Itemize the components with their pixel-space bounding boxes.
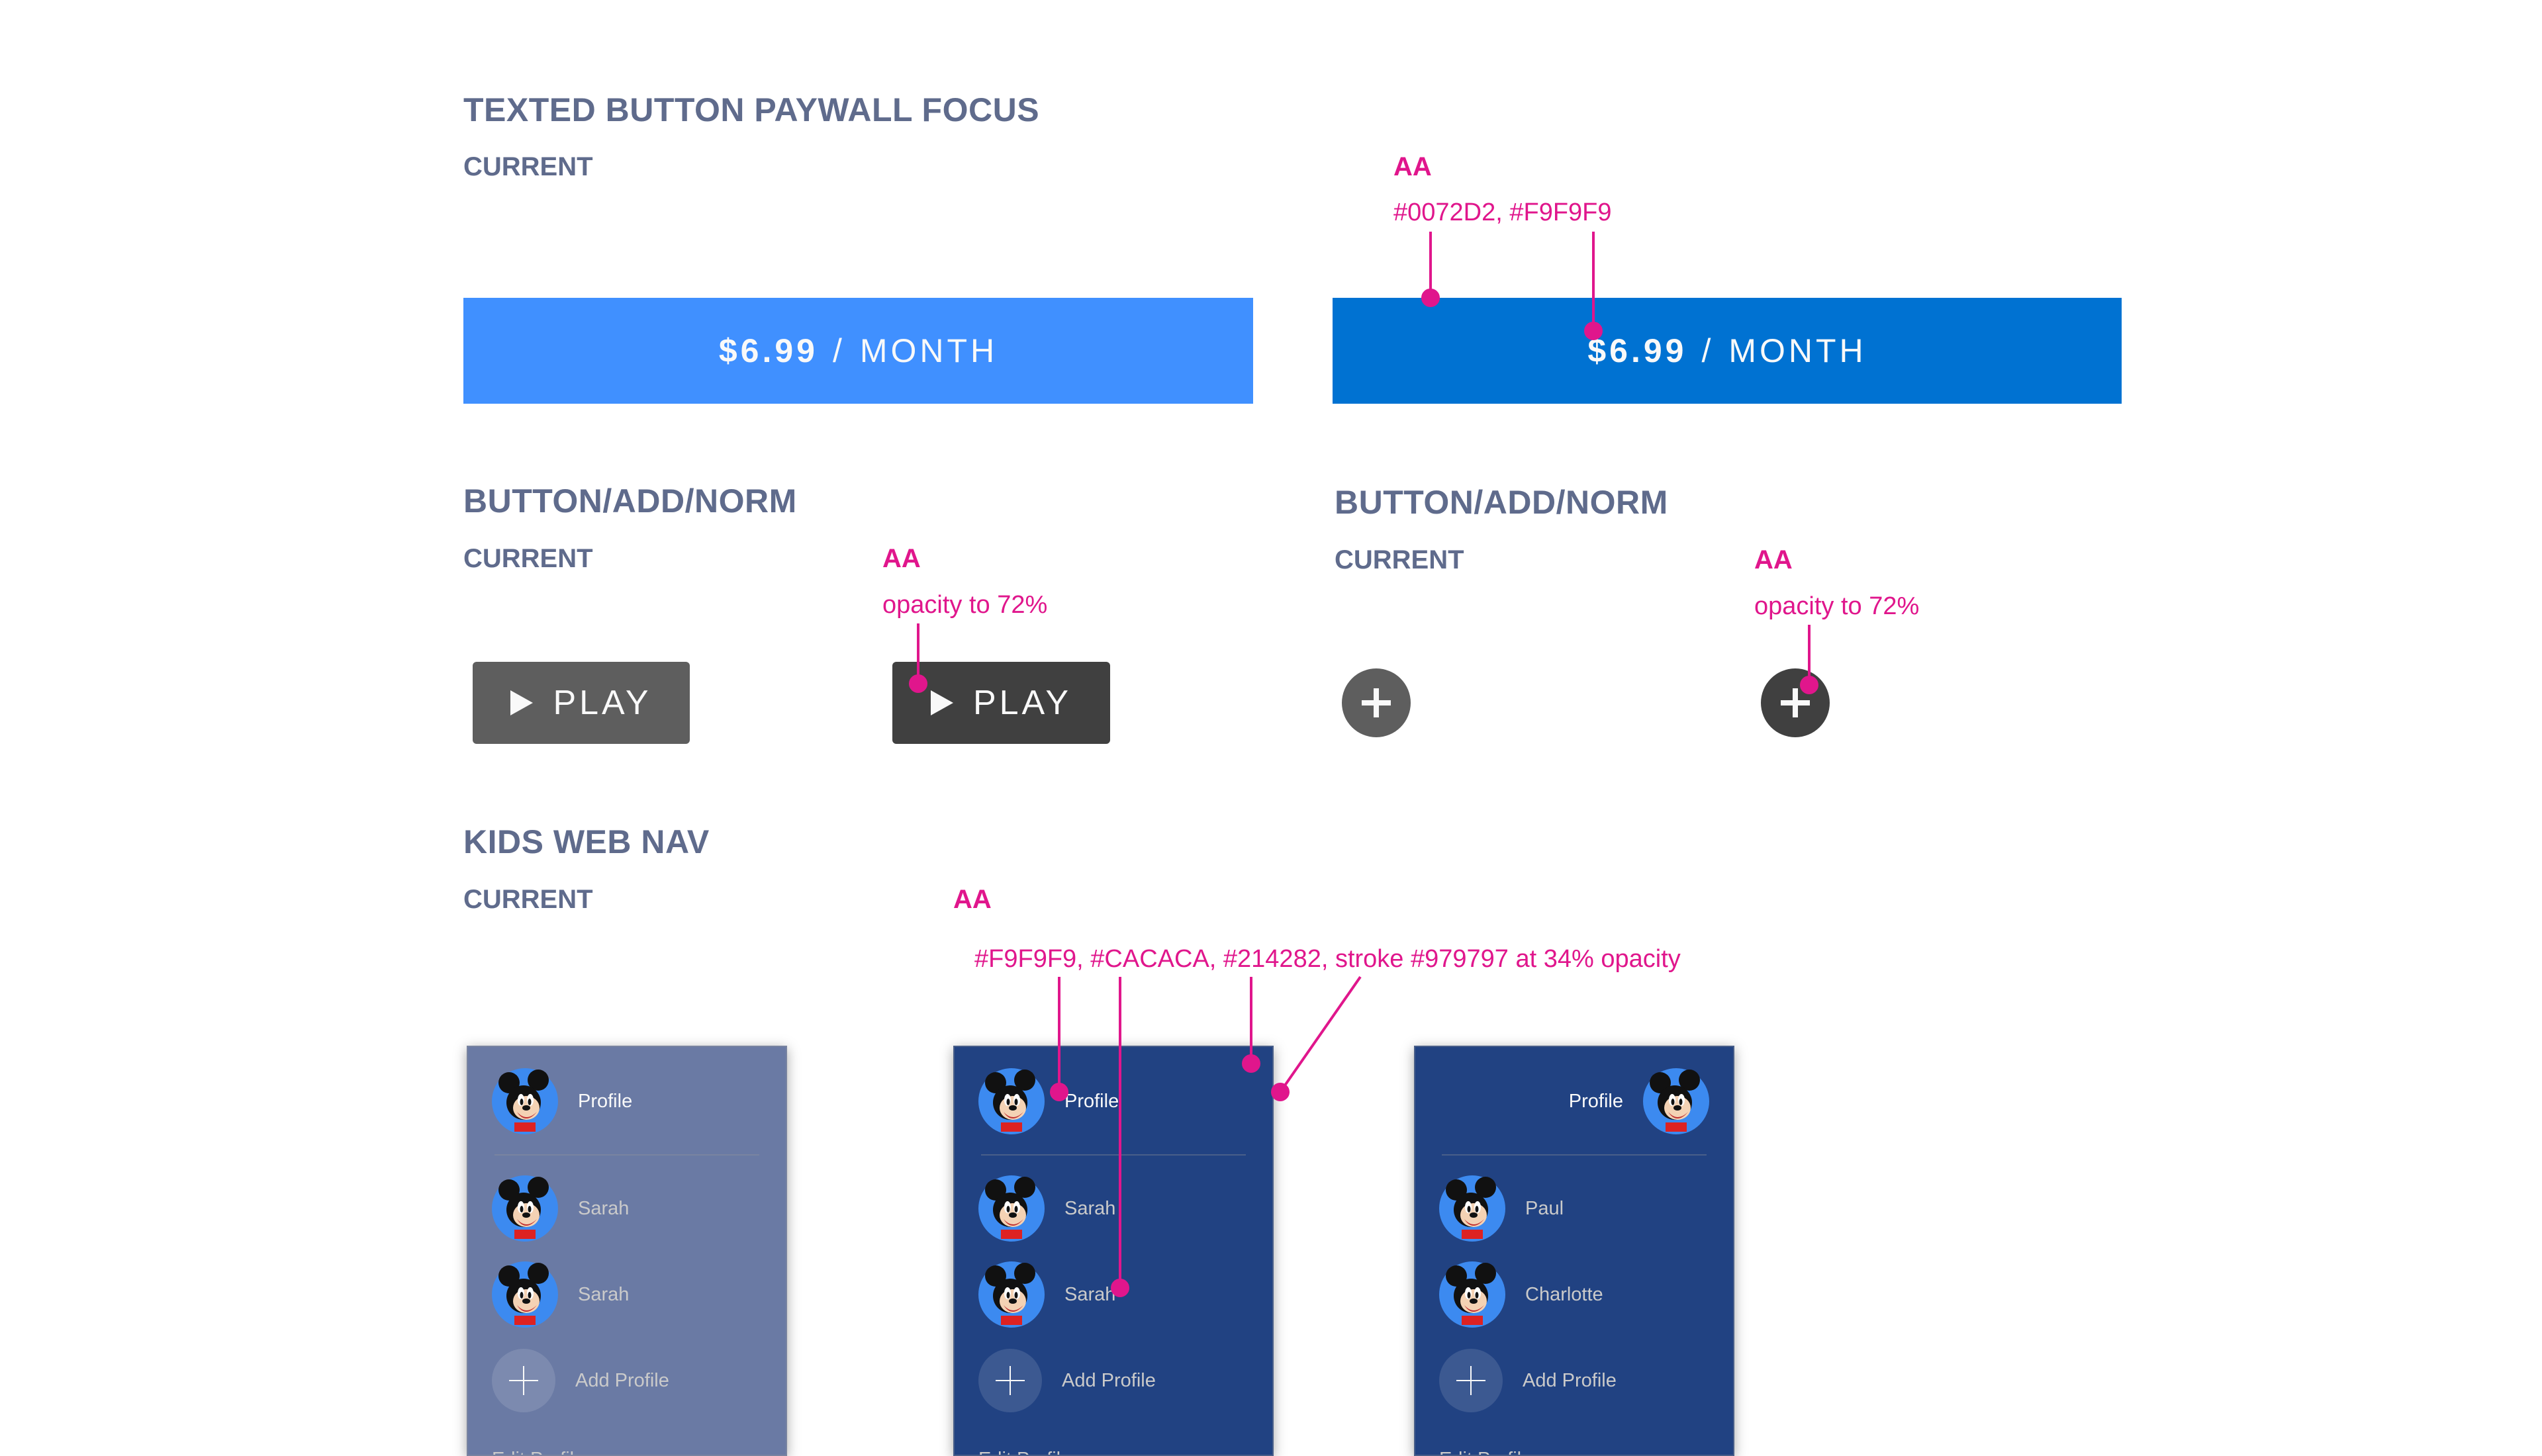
- mickey-avatar-icon: [978, 1175, 1045, 1242]
- kids-nav-panel-aa-alt: Profile Paul Charlotte Add Profile Edit …: [1414, 1046, 1734, 1456]
- plus-icon: [1362, 688, 1391, 717]
- add-profile-icon: [978, 1349, 1042, 1412]
- price-value: $6.99: [1587, 332, 1687, 369]
- section2-right-aa-label: AA: [1754, 545, 1793, 574]
- section2-right-aa-note: opacity to 72%: [1754, 592, 1920, 620]
- kids-nav-panel-aa: Profile Sarah Sarah Add Profile Edit Pro…: [953, 1046, 1274, 1456]
- add-button-aa[interactable]: [1761, 668, 1830, 737]
- profile-label: Profile: [1064, 1090, 1119, 1112]
- price-period: MONTH: [1728, 332, 1867, 369]
- edit-profiles-link[interactable]: Edit Profiles: [978, 1449, 1081, 1455]
- mickey-avatar-icon: [978, 1068, 1045, 1134]
- add-profile-icon: [1439, 1349, 1503, 1412]
- mickey-avatar-icon: [978, 1261, 1045, 1328]
- section2-right-title: BUTTON/ADD/NORM: [1335, 484, 1668, 521]
- play-button-current[interactable]: PLAY: [473, 662, 690, 744]
- price-period: MONTH: [859, 332, 998, 369]
- add-profile-label: Add Profile: [1523, 1369, 1617, 1391]
- section2-left-aa-label: AA: [882, 544, 921, 573]
- profile-list-item[interactable]: Sarah: [978, 1260, 1248, 1329]
- mickey-avatar-icon: [1643, 1068, 1709, 1134]
- profile-list-item[interactable]: Paul: [1439, 1174, 1709, 1243]
- profile-list-item[interactable]: Sarah: [492, 1260, 762, 1329]
- divider: [981, 1154, 1246, 1156]
- profile-name: Sarah: [1064, 1283, 1116, 1305]
- play-label: PLAY: [553, 684, 652, 722]
- section1-aa-label: AA: [1393, 152, 1432, 181]
- section2-right-current-label: CURRENT: [1335, 545, 1464, 574]
- add-profile-item[interactable]: Add Profile: [1439, 1346, 1709, 1415]
- add-profile-label: Add Profile: [575, 1369, 669, 1391]
- profile-name: Sarah: [578, 1283, 630, 1305]
- play-label: PLAY: [972, 684, 1072, 722]
- section3-aa-note: #F9F9F9, #CACACA, #214282, stroke #97979…: [974, 945, 1681, 973]
- profile-row[interactable]: Profile: [492, 1067, 762, 1136]
- profile-name: Charlotte: [1525, 1283, 1603, 1305]
- section1-current-label: CURRENT: [463, 152, 593, 181]
- profile-list-item[interactable]: Sarah: [978, 1174, 1248, 1243]
- play-button-aa[interactable]: PLAY: [892, 662, 1110, 744]
- section1-title: TEXTED BUTTON PAYWALL FOCUS: [463, 91, 1040, 128]
- mickey-avatar-icon: [492, 1261, 558, 1328]
- edit-profiles-link[interactable]: Edit Profiles: [492, 1449, 594, 1455]
- add-profile-icon: [492, 1349, 555, 1412]
- price-separator: /: [1701, 332, 1715, 369]
- edit-profiles-link[interactable]: Edit Profiles: [1439, 1449, 1542, 1455]
- profile-name: Sarah: [578, 1197, 630, 1219]
- divider: [1442, 1154, 1707, 1156]
- section2-left-title: BUTTON/ADD/NORM: [463, 482, 797, 520]
- play-icon: [510, 690, 534, 715]
- profile-name: Sarah: [1064, 1197, 1116, 1219]
- price-separator: /: [832, 332, 845, 369]
- mickey-avatar-icon: [492, 1068, 558, 1134]
- profile-list-item[interactable]: Sarah: [492, 1174, 762, 1243]
- profile-row[interactable]: Profile: [1439, 1067, 1709, 1136]
- section3-current-label: CURRENT: [463, 885, 593, 914]
- section2-left-current-label: CURRENT: [463, 544, 593, 573]
- add-profile-item[interactable]: Add Profile: [492, 1346, 762, 1415]
- divider: [494, 1154, 759, 1156]
- mickey-avatar-icon: [492, 1175, 558, 1242]
- kids-nav-panel-current: Profile Sarah Sarah Add Profile Edit Pro…: [467, 1046, 787, 1456]
- profile-row[interactable]: Profile: [978, 1067, 1248, 1136]
- add-profile-label: Add Profile: [1062, 1369, 1156, 1391]
- add-profile-item[interactable]: Add Profile: [978, 1346, 1248, 1415]
- price-button-aa[interactable]: $6.99 / MONTH: [1333, 298, 2122, 404]
- mickey-avatar-icon: [1439, 1261, 1505, 1328]
- add-button-current[interactable]: [1342, 668, 1411, 737]
- price-button-current[interactable]: $6.99 / MONTH: [463, 298, 1253, 404]
- profile-name: Paul: [1525, 1197, 1564, 1219]
- profile-label: Profile: [1568, 1090, 1623, 1112]
- section3-title: KIDS WEB NAV: [463, 823, 710, 860]
- price-value: $6.99: [718, 332, 818, 369]
- section1-aa-note: #0072D2, #F9F9F9: [1393, 199, 1612, 226]
- profile-list-item[interactable]: Charlotte: [1439, 1260, 1709, 1329]
- plus-icon: [1781, 688, 1810, 717]
- profile-label: Profile: [578, 1090, 633, 1112]
- mickey-avatar-icon: [1439, 1175, 1505, 1242]
- section3-aa-label: AA: [953, 885, 992, 914]
- section2-left-aa-note: opacity to 72%: [882, 591, 1048, 619]
- play-icon: [930, 690, 953, 715]
